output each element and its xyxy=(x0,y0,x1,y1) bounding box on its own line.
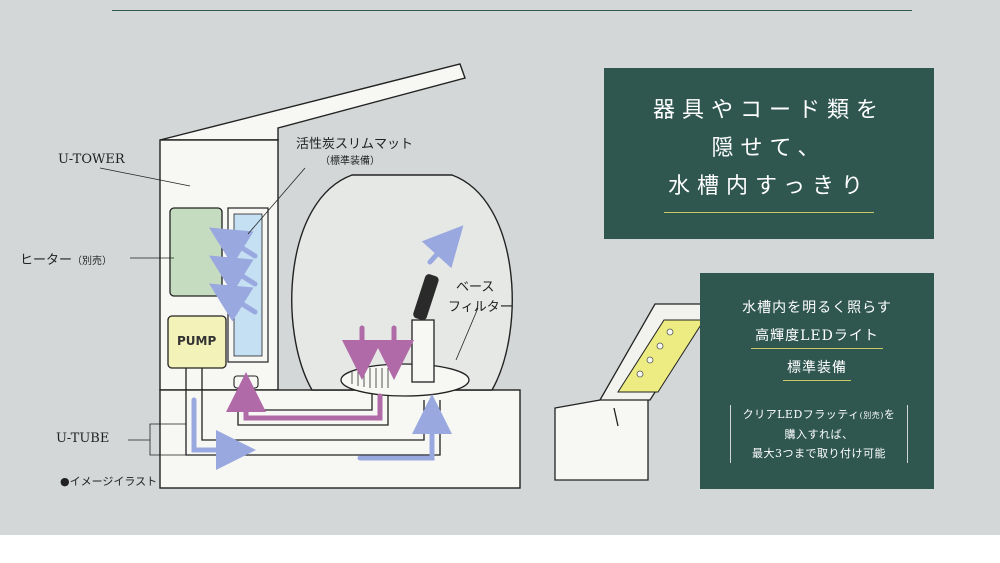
tower-corner xyxy=(554,391,649,481)
pump-unit xyxy=(167,315,227,369)
headline-line-2: 隠せて、 xyxy=(711,136,827,161)
heater-label-note: （別売） xyxy=(72,256,113,267)
base-filter-label: ベース フィルター xyxy=(448,278,513,318)
heater-unit xyxy=(169,207,223,297)
label-leader-lines xyxy=(99,167,479,456)
note-line-3: 最大3つまで取り付け可能 xyxy=(752,447,886,460)
led-light-panel: 水槽内を明るく照らす 高輝度LEDライト 標準装備 クリアLEDフラッティ(別売… xyxy=(700,273,934,489)
charcoal-mat-label: 活性炭スリムマット xyxy=(296,137,414,152)
tower-lid xyxy=(159,63,466,141)
u-tower-label: U-TOWER xyxy=(58,152,125,167)
top-divider xyxy=(112,10,912,11)
headline-line-3: 水槽内すっきり xyxy=(663,168,875,213)
note-line-1: クリアLEDフラッティ(別売)を xyxy=(731,405,907,425)
note-line-1a: クリアLEDフラッティ xyxy=(742,408,860,421)
heater-label: ヒーター（別売） xyxy=(20,249,112,268)
led-dots xyxy=(636,328,674,378)
led-panel-line-2: 高輝度LEDライト xyxy=(751,325,883,349)
base-filter-disk xyxy=(340,363,470,397)
note-line-2: 購入すれば、 xyxy=(784,428,854,441)
light-clip xyxy=(613,407,619,427)
led-panel-line-3: 標準装備 xyxy=(783,357,851,381)
outlet-nozzle xyxy=(413,274,439,321)
pump-label: PUMP xyxy=(177,334,217,348)
led-panel-line-1: 水槽内を明るく照らす xyxy=(742,300,892,316)
base-filter-label-line2: フィルター xyxy=(448,300,513,315)
lift-pipe xyxy=(411,319,435,383)
tank-base xyxy=(159,389,521,489)
heater-label-text: ヒーター xyxy=(20,253,73,268)
base-filter-label-line1: ベース xyxy=(456,280,495,295)
image-note: ●イメージイラスト xyxy=(60,475,158,488)
headline-panel: 器具やコード類を 隠せて、 水槽内すっきり xyxy=(604,68,934,239)
note-line-1b: を xyxy=(883,408,896,421)
note-line-1-small: (別売) xyxy=(859,411,884,420)
headline-line-1: 器具やコード類を xyxy=(652,98,885,123)
water-flow-arrows-pink xyxy=(226,325,414,421)
u-tube-label: U-TUBE xyxy=(56,431,110,446)
charcoal-mat-note: （標準装備） xyxy=(320,156,380,167)
charcoal-mat xyxy=(233,213,263,357)
optional-light-note: クリアLEDフラッティ(別売)を 購入すれば、 最大3つまで取り付け可能 xyxy=(730,405,908,463)
water-flow-arrows-blue xyxy=(191,225,464,470)
tube-outlet xyxy=(233,375,259,389)
